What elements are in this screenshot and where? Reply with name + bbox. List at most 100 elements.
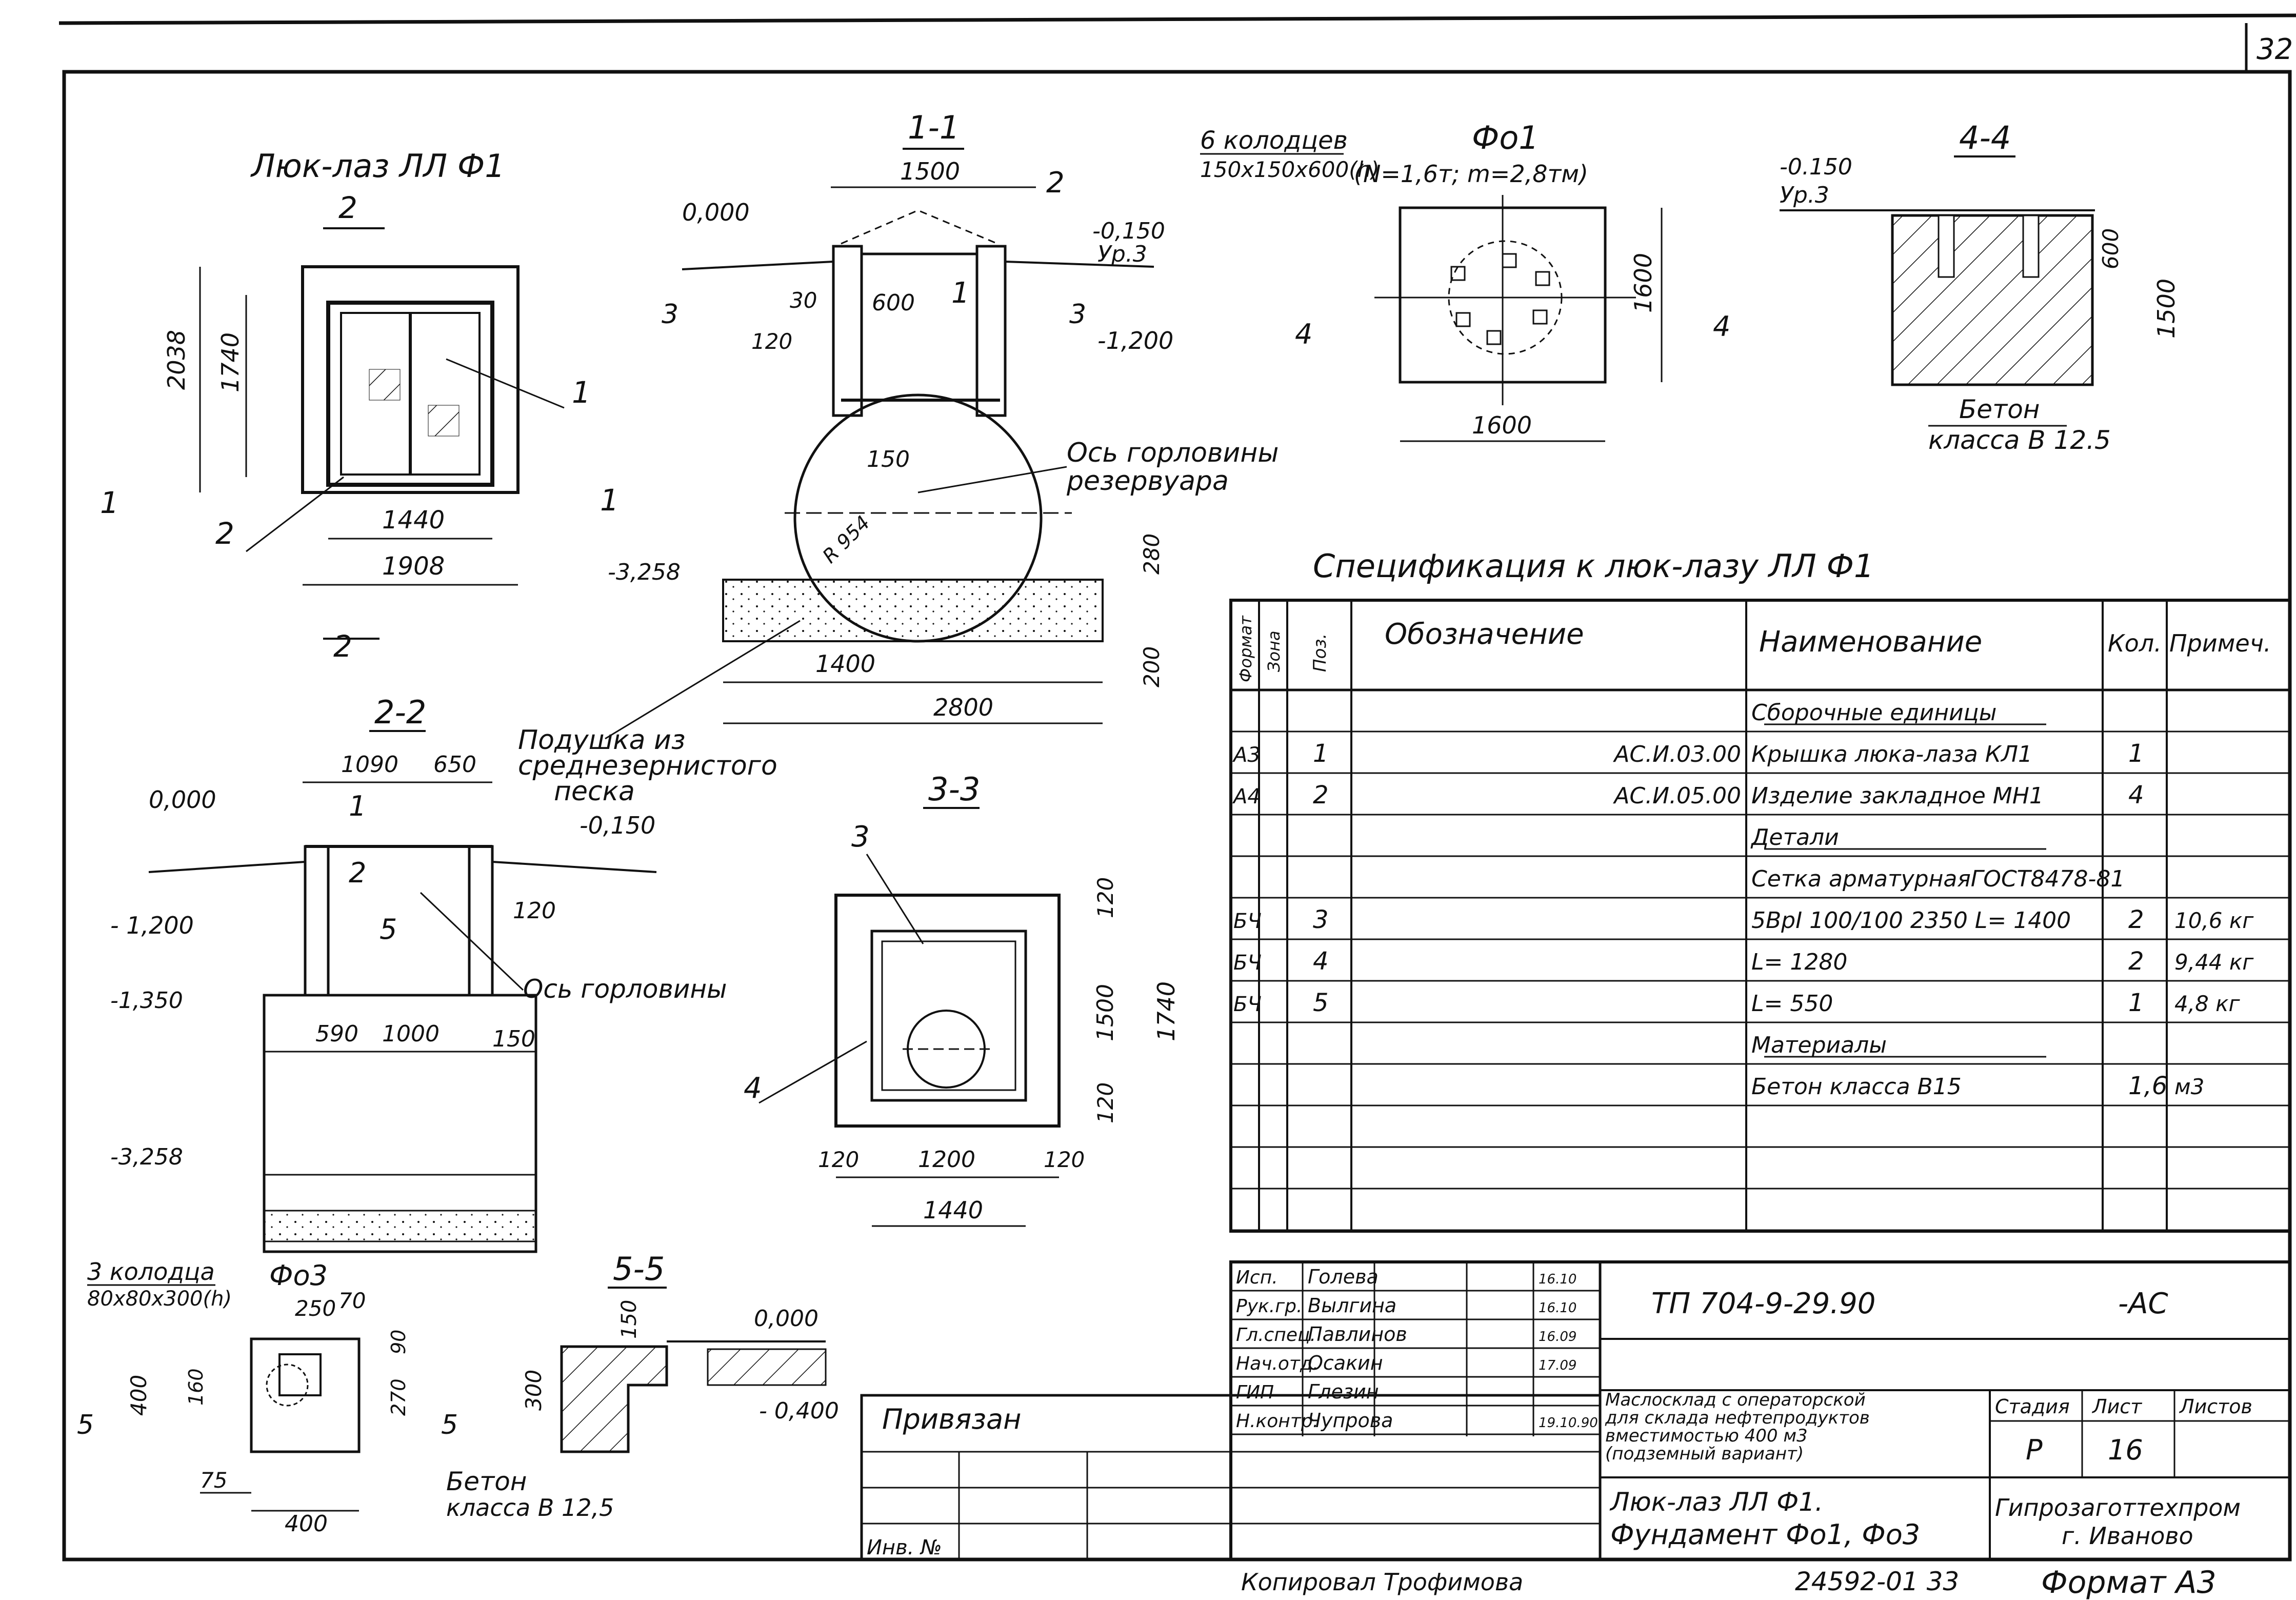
spec-h-format: Формат — [1236, 615, 1255, 682]
spec-cell-format: БЧ — [1233, 910, 1262, 933]
staff-date: 16.10 — [1539, 1272, 1576, 1287]
section-1-1-title: 1-1 — [908, 109, 960, 146]
dim-1400: 1400 — [815, 650, 875, 678]
fo1-loads: (N=1,6т; m=2,8тм) — [1354, 160, 1588, 188]
dim-1500: 1500 — [900, 157, 960, 185]
s33-dim-120-r: 120 — [1044, 1147, 1085, 1172]
spec-h-zone: Зона — [1264, 630, 1284, 672]
section-2-bottom: 2 — [333, 629, 352, 664]
format-label: Формат А3 — [2041, 1565, 2217, 1600]
copied-by: Копировал Трофимова — [1241, 1568, 1523, 1596]
sheet-label: Лист — [2091, 1395, 2143, 1418]
spec-cell-name: Детали — [1750, 824, 1839, 851]
spec-cell-qty: 1 — [2128, 739, 2144, 768]
section-3-3-title: 3-3 — [928, 771, 980, 808]
dim-1740: 1740 — [216, 332, 244, 392]
section-1-right: 1 — [600, 483, 619, 518]
dim-1908: 1908 — [382, 552, 445, 581]
dim-2038: 2038 — [163, 330, 190, 390]
section-3-right: 3 — [1069, 299, 1086, 330]
s22-lvl-0: 0,000 — [149, 786, 216, 814]
spec-cell-designation: АС.И.05.00 — [1612, 783, 1741, 809]
s33-callout-3: 3 — [851, 820, 870, 854]
fo3-section-5-right: 5 — [441, 1410, 458, 1440]
fo3-wells-1: 3 колодца — [87, 1258, 215, 1286]
staff-name: Чупрова — [1308, 1409, 1393, 1432]
s55-dim-150: 150 — [617, 1300, 641, 1339]
spec-cell-pos: 2 — [1313, 781, 1329, 809]
s22-lvl-m0150: -0,150 — [580, 812, 655, 839]
spec-cell-name: Бетон класса В15 — [1751, 1074, 1962, 1100]
spec-cell-format: А3 — [1232, 743, 1261, 767]
dim-1440: 1440 — [382, 506, 445, 535]
staff-date: 17.09 — [1539, 1358, 1576, 1373]
s22-axis-note: Ось горловины — [523, 974, 727, 1004]
spec-cell-name: Сборочные единицы — [1751, 700, 1996, 726]
fo3-plan: 3 колодца 80х80х300(h) Фо3 250 70 90 270… — [77, 1258, 458, 1537]
callout-1-s11: 1 — [951, 276, 970, 310]
project-desc-1: Маслосклад с операторской — [1605, 1390, 1866, 1410]
spec-table: Спецификация к люк-лазу ЛЛ Ф1 Формат Зон… — [1229, 547, 2291, 1233]
project-desc-2: для склада нефтепродуктов — [1605, 1408, 1870, 1428]
callout-2: 2 — [215, 516, 234, 551]
s22-callout-1: 1 — [349, 790, 366, 822]
spec-cell-name: Изделие закладное МН1 — [1751, 783, 2044, 809]
spec-cell-qty: 1 — [2128, 989, 2144, 1017]
spec-cell-pos: 5 — [1313, 989, 1329, 1017]
s44-concrete-2: класса В 12.5 — [1928, 425, 2111, 455]
s55-concrete-2: класса В 12,5 — [446, 1494, 614, 1522]
s22-callout-2: 2 — [349, 857, 366, 889]
fo3-dim-70: 70 — [338, 1288, 366, 1313]
s55-concrete-1: Бетон — [446, 1467, 527, 1496]
lvl-0: 0,000 — [682, 199, 750, 226]
fo1-wells-2: 150х150х600(h) — [1200, 157, 1380, 182]
spec-cell-pos: 3 — [1313, 905, 1329, 934]
fo3-dim-400-h: 400 — [285, 1511, 328, 1537]
fo1-dim-1600-h: 1600 — [1472, 411, 1532, 439]
s22-dim-1000: 1000 — [382, 1021, 440, 1047]
s22-lvl-m3258: -3,258 — [110, 1144, 183, 1170]
fo3-dim-400-v: 400 — [126, 1375, 151, 1416]
staff-name: Глезин — [1308, 1380, 1379, 1403]
stage-label: Стадия — [1995, 1395, 2070, 1418]
s55-dim-300: 300 — [521, 1370, 546, 1411]
sheet-value: 16 — [2108, 1434, 2143, 1466]
dim-30: 30 — [790, 288, 817, 313]
project-desc-3: вместимостью 400 м3 — [1605, 1426, 1808, 1446]
dim-650: 650 — [433, 752, 476, 778]
spec-cell-name: L= 1280 — [1751, 949, 1847, 975]
s33-dim-120-b: 120 — [1093, 1082, 1118, 1123]
luk-title: Люк-лаз ЛЛ Ф1 — [250, 147, 505, 185]
spec-cell-pos: 4 — [1313, 947, 1329, 976]
spec-cell-name: Сетка арматурнаяГОСТ8478-81 — [1751, 866, 2125, 892]
dim-2800: 2800 — [933, 694, 993, 721]
archive-no: 24592-01 33 — [1795, 1567, 1959, 1596]
fo1-dim-1600-v: 1600 — [1629, 253, 1657, 313]
section-4-4: 4-4 -0.150 Ур.3 600 1500 Бетон класса В … — [1780, 119, 2180, 455]
fo3-dim-270: 270 — [387, 1378, 410, 1416]
lvl-m0150: -0,150 — [1092, 218, 1165, 244]
fo1-plan: Фо1 6 колодцев 150х150х600(h) (N=1,6т; m… — [1200, 119, 1730, 442]
section-3-left: 3 — [662, 299, 678, 330]
spec-cell-pos: 1 — [1313, 739, 1329, 768]
staff-role: Н.контр. — [1236, 1411, 1319, 1432]
section-1-1: 1-1 1500 2 0,000 -0,150 Ур.3 -1,200 -3,2… — [518, 109, 1279, 807]
callout-1: 1 — [572, 375, 591, 410]
fo1-title: Фо1 — [1472, 119, 1539, 156]
staff-name: Голева — [1308, 1266, 1379, 1288]
project-desc-4: (подземный вариант) — [1605, 1444, 1804, 1464]
sheets-label: Листов — [2179, 1395, 2252, 1418]
s33-callout-4: 4 — [744, 1072, 762, 1105]
spec-h-note: Примеч. — [2169, 629, 2271, 657]
s22-lvl-m1200: - 1,200 — [110, 912, 194, 939]
spec-h-name: Наименование — [1759, 625, 1982, 659]
spec-h-qty: Кол. — [2108, 629, 2162, 657]
section-5-5: 5-5 150 300 0,000 - 0,400 Бетон класса В… — [446, 1250, 839, 1522]
section-2-2-title: 2-2 — [374, 694, 426, 731]
org-1: Гипрозаготтехпром — [1995, 1494, 2241, 1522]
section-2-top: 2 — [338, 190, 357, 225]
spec-cell-format: БЧ — [1233, 951, 1262, 975]
